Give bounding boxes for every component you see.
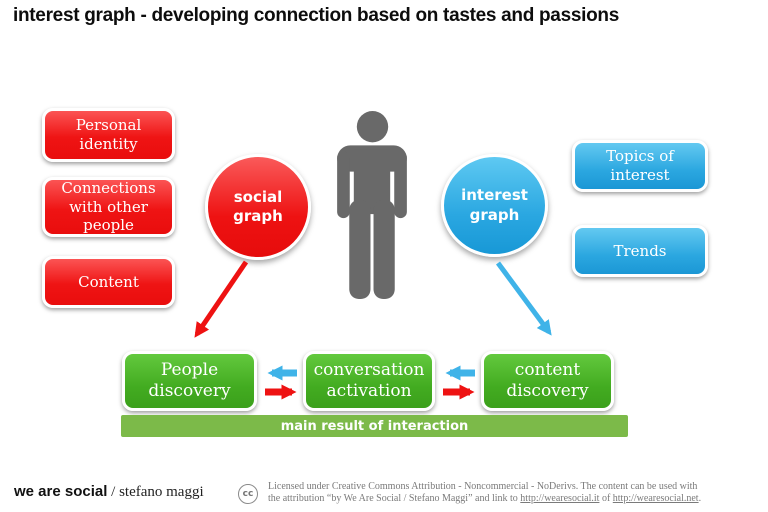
personal-identity-box: Personal identity: [42, 108, 175, 162]
conversation-activation-box: conversation activation: [303, 351, 435, 411]
interest-to-content-arrow: [495, 261, 552, 336]
license-line1: Licensed under Creative Commons Attribut…: [268, 481, 698, 492]
cc-icon-label: cc: [242, 489, 254, 499]
creative-commons-icon: cc: [238, 484, 258, 504]
content-discovery-box: content discovery: [481, 351, 614, 411]
main-result-bar: main result of interaction: [121, 415, 628, 437]
brand-name: we are social: [14, 483, 108, 500]
interest-graph-circle: interest graph: [441, 154, 548, 257]
main-result-label: main result of interaction: [280, 418, 469, 434]
brand-signature: we are social / stefano maggi: [14, 483, 204, 501]
person-icon: [337, 111, 407, 299]
trends-box: Trends: [572, 225, 708, 277]
license-line2-middle: of: [599, 493, 613, 504]
wearesocial-net-link[interactable]: http://wearesocial.net: [612, 493, 699, 504]
social-to-people-arrow: [194, 260, 249, 338]
connections-box: Connections with other people: [42, 177, 175, 237]
wearesocial-it-link[interactable]: http://wearesocial.it: [520, 493, 600, 504]
brand-author: / stefano maggi: [107, 484, 204, 500]
license-text: Licensed under Creative Commons Attribut…: [268, 481, 763, 505]
social-graph-circle: social graph: [205, 154, 311, 260]
people-discovery-box: People discovery: [122, 351, 257, 411]
page-title: interest graph - developing connection b…: [13, 5, 619, 26]
license-line2-suffix: .: [698, 493, 702, 504]
topics-of-interest-box: Topics of interest: [572, 140, 708, 192]
content-box: Content: [42, 256, 175, 308]
license-line2-prefix: the attribution “by We Are Social / Stef…: [268, 493, 521, 504]
